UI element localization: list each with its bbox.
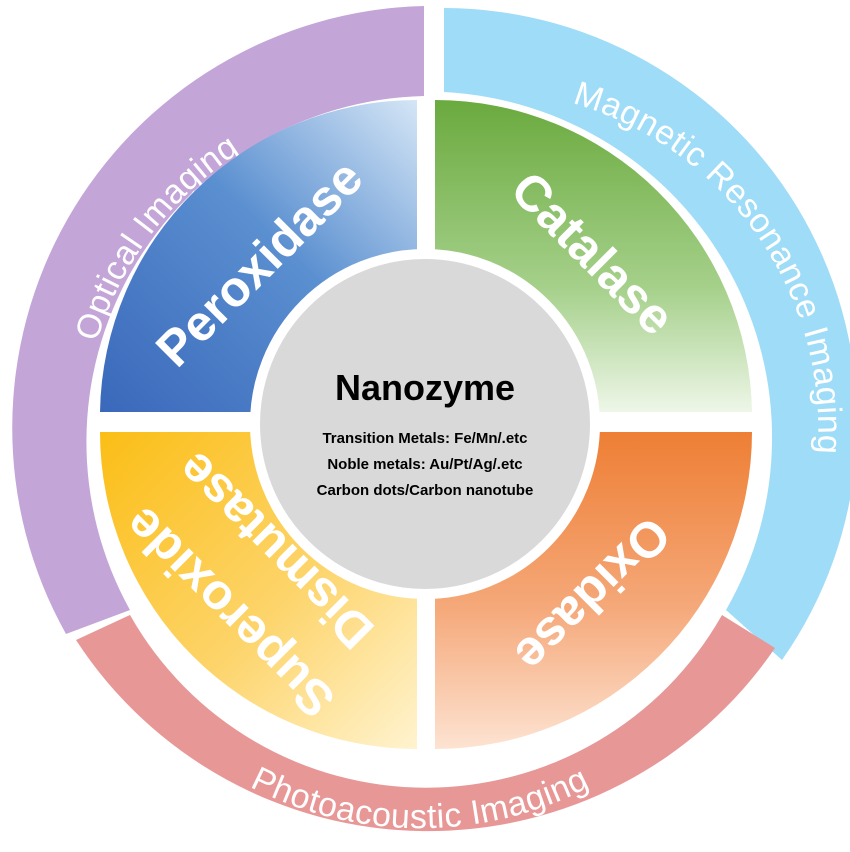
optical-imaging-segment	[12, 6, 424, 634]
center-line-transition-metals: Transition Metals: Fe/Mn/.etc	[322, 430, 527, 447]
center-line-noble-metals: Noble metals: Au/Pt/Ag/.etc	[327, 456, 522, 473]
mri-segment	[444, 8, 850, 660]
center-title: Nanozyme	[335, 367, 515, 408]
photoacoustic-segment	[76, 615, 775, 832]
center-line-carbon: Carbon dots/Carbon nanotube	[317, 482, 534, 499]
center-circle	[250, 249, 600, 599]
